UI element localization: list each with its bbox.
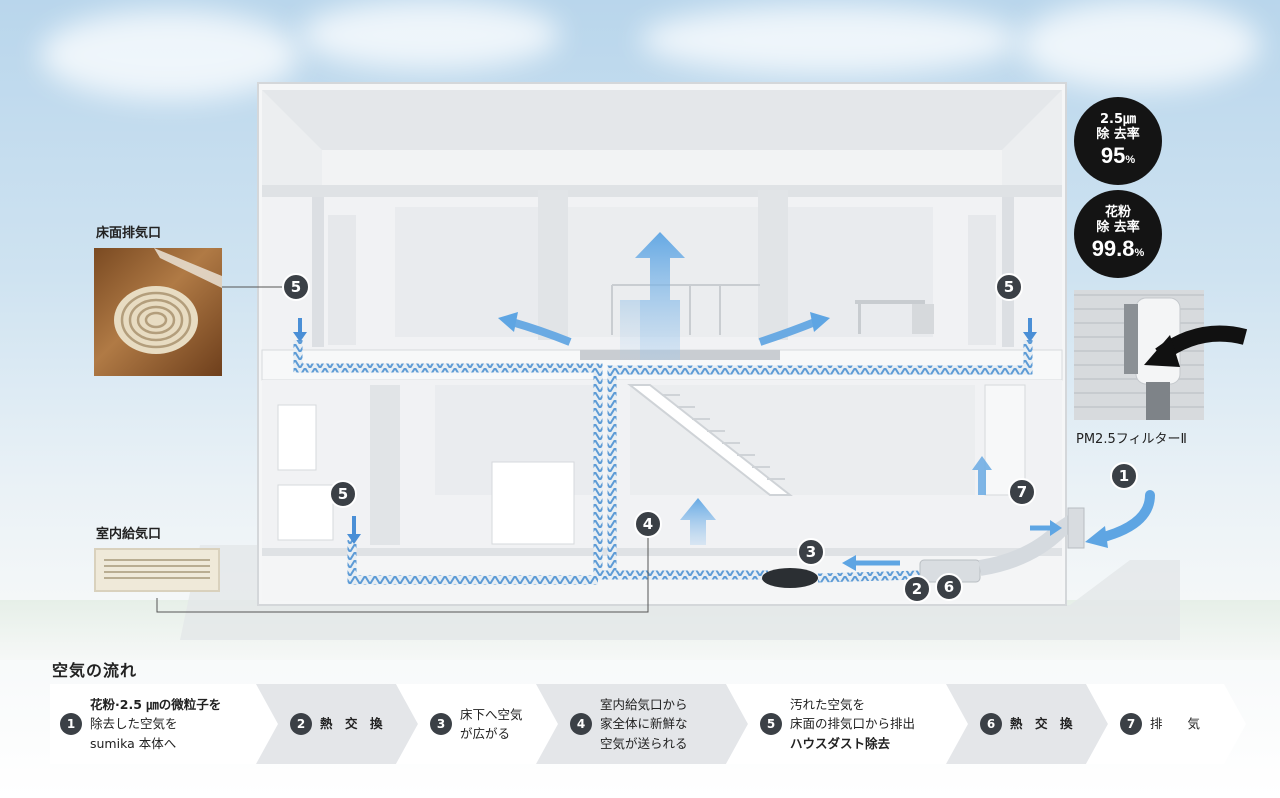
intake-arrow-icon [1144, 325, 1248, 367]
diagram-badge-1: 1 [1110, 462, 1138, 490]
pm25-filter-label: PM2.5フィルターⅡ [1076, 432, 1187, 447]
air-flow-title: 空気の流れ [52, 661, 138, 680]
flow-step-text: 室内給気口から 家全体に新鮮な 空気が送られる [600, 696, 688, 751]
stat-value: 95% [1100, 143, 1136, 169]
diagram-badge-3: 3 [797, 538, 825, 566]
stat-label: 花粉 [1104, 205, 1131, 221]
flow-step-number: 2 [290, 713, 312, 735]
flow-step-1: 1 花粉·2.5 ㎛の微粒子を 除去した空気を sumika 本体へ [50, 684, 278, 764]
flow-step-text: 排 気 [1150, 716, 1201, 732]
flow-step-3: 3 床下へ空気 が広がる [396, 684, 558, 764]
floor-exhaust-label: 床面排気口 [96, 226, 162, 241]
flow-step-7: 7 排 気 [1086, 684, 1246, 764]
flow-step-4: 4 室内給気口から 家全体に新鮮な 空気が送られる [536, 684, 748, 764]
indoor-supply-photo [94, 548, 220, 592]
cloud [300, 0, 560, 70]
diagram-badge-2: 2 [903, 575, 931, 603]
flow-step-number: 5 [760, 713, 782, 735]
cloud [40, 10, 300, 100]
indoor-supply-label: 室内給気口 [96, 527, 162, 542]
pm25-filter-photo [1074, 290, 1204, 420]
cloud [1020, 0, 1260, 90]
flow-step-number: 3 [430, 713, 452, 735]
flow-step-6: 6 熱 交 換 [946, 684, 1108, 764]
diagram-badge-7: 7 [1008, 478, 1036, 506]
diagram-badge-5: 5 [282, 273, 310, 301]
flow-step-text: 熱 交 換 [320, 716, 383, 732]
flow-step-text: 床下へ空気 が広がる [460, 706, 523, 741]
cloud [640, 5, 1020, 75]
flow-step-number: 6 [980, 713, 1002, 735]
diagram-badge-6: 6 [935, 573, 963, 601]
stat-value: 99.8% [1091, 236, 1145, 262]
flow-step-number: 7 [1120, 713, 1142, 735]
flow-step-text: 熱 交 換 [1010, 716, 1073, 732]
pm25-removal-stat: 2.5㎛ 除 去率 95% [1074, 97, 1162, 185]
stat-label: 除 去率 [1096, 127, 1140, 143]
stat-label: 除 去率 [1096, 220, 1140, 236]
air-flow-steps: 1 花粉·2.5 ㎛の微粒子を 除去した空気を sumika 本体へ 2 熱 交… [50, 684, 1246, 764]
flow-step-5: 5 汚れた空気を 床面の排気口から排出 ハウスダスト除去 [726, 684, 968, 764]
flow-step-text: 汚れた空気を 床面の排気口から排出 ハウスダスト除去 [790, 696, 916, 751]
floor-exhaust-photo [94, 248, 222, 376]
diagram-badge-5: 5 [995, 273, 1023, 301]
diagram-badge-4: 4 [634, 510, 662, 538]
flow-step-text: 花粉·2.5 ㎛の微粒子を 除去した空気を sumika 本体へ [90, 696, 222, 751]
flow-step-number: 1 [60, 713, 82, 735]
flow-step-number: 4 [570, 713, 592, 735]
flow-step-2: 2 熱 交 換 [256, 684, 418, 764]
stat-label: 2.5㎛ [1099, 112, 1137, 128]
diagram-badge-5: 5 [329, 480, 357, 508]
pollen-removal-stat: 花粉 除 去率 99.8% [1074, 190, 1162, 278]
